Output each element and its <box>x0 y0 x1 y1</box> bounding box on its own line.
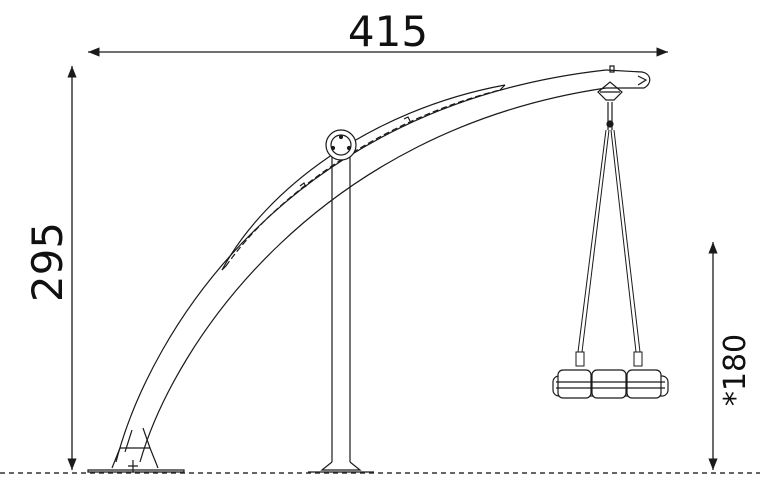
post-bolt-2 <box>330 145 336 151</box>
beam-rail-inner <box>225 89 501 267</box>
seat-segment-middle <box>591 369 627 399</box>
height-dimension: 295 <box>23 66 77 470</box>
post-foot <box>320 461 362 471</box>
curved-beam <box>115 69 651 463</box>
beam-inner-edge <box>139 87 607 463</box>
post-bolt-3 <box>346 145 352 151</box>
seat-height-dimension: *180 <box>708 242 753 470</box>
rope-right-inner <box>610 129 637 353</box>
beam-foot-bracket <box>111 447 159 469</box>
rope-left-outer <box>577 129 607 353</box>
beam-foot-cross <box>128 460 138 472</box>
hanger-head <box>597 81 623 101</box>
beam-foot <box>87 447 185 473</box>
swing-seat <box>552 369 669 399</box>
hanger-chain-link <box>606 120 614 128</box>
post-bolt-1 <box>338 134 344 140</box>
rope-right-outer <box>613 129 641 353</box>
seat-segment-right <box>626 369 662 399</box>
beam-tip <box>605 69 651 89</box>
width-dimension: 415 <box>88 7 668 57</box>
beam-rail-outer <box>221 84 506 271</box>
seat-height-label: *180 <box>718 334 753 406</box>
hanger-top-bracket <box>609 65 615 73</box>
width-label: 415 <box>348 7 428 56</box>
post-joint <box>325 129 357 161</box>
height-label: 295 <box>23 222 72 302</box>
beam-rail-end-bottom <box>221 265 227 271</box>
seat-segment-left <box>557 369 592 399</box>
beam-outer-edge <box>115 69 607 463</box>
beam-rail-end-top <box>499 84 506 91</box>
rope-left-shackle <box>575 351 585 367</box>
bolt-mark-1 <box>299 182 307 188</box>
swing-hanger <box>597 65 623 130</box>
swing-ropes <box>575 129 643 367</box>
rope-right-shackle <box>633 351 643 367</box>
rope-left-inner <box>581 129 610 353</box>
beam-foot-plate <box>87 469 185 473</box>
vertical-post <box>308 129 374 473</box>
bolt-mark-2 <box>403 116 411 122</box>
beam-end-cap <box>637 75 648 86</box>
